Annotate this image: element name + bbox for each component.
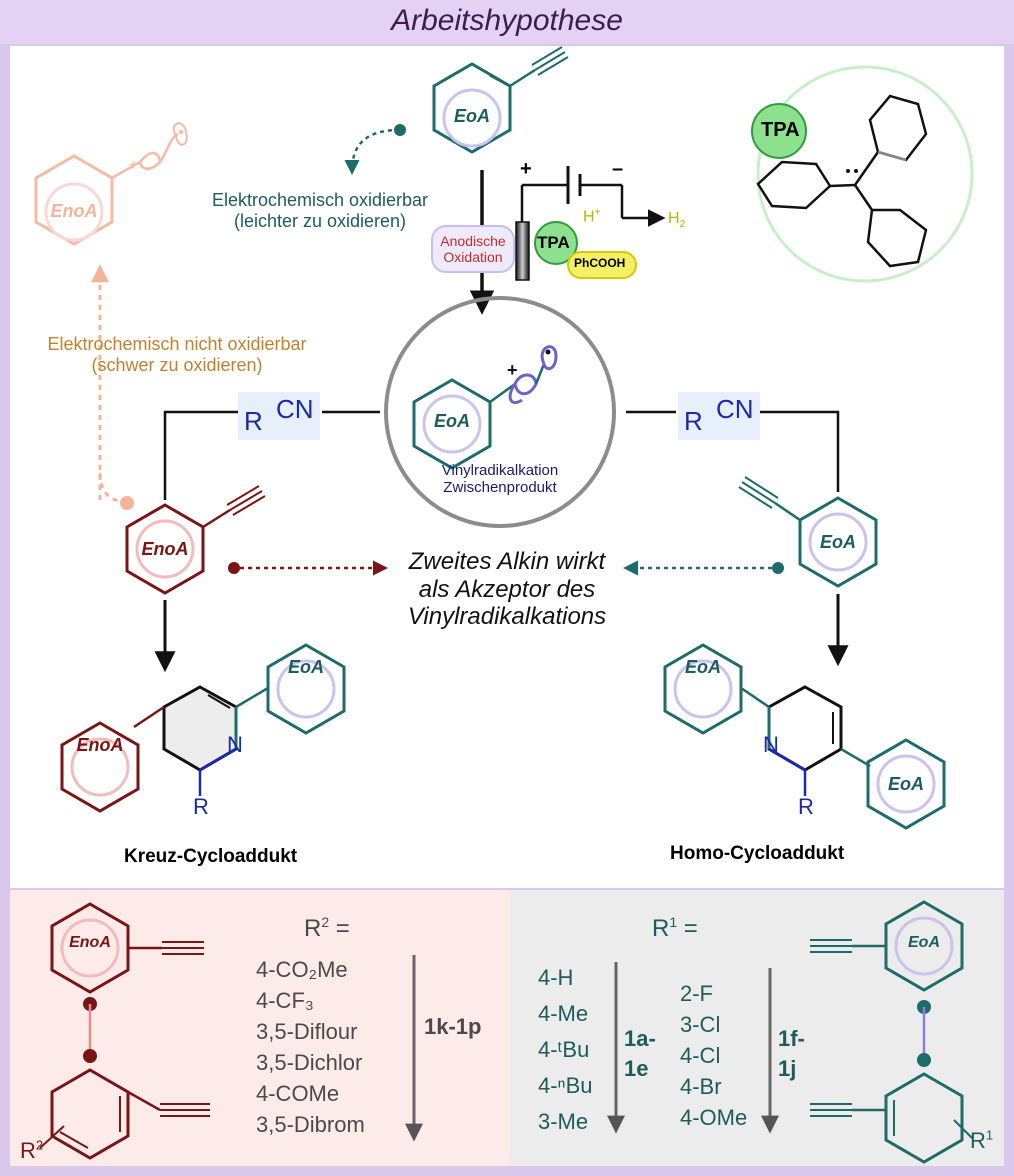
enoa-label-scope: EnoA [69,934,111,951]
triphenylamine-structure [756,94,928,268]
homo-cycloadduct-structure [663,643,946,830]
title-bar [0,0,1014,44]
scope-right-heading: R1 = [652,914,698,942]
pyridine-n-homo: N [763,732,779,757]
scope-right-entry: 4-Cl [680,1043,721,1068]
scope-right-entry: 4-Me [538,1001,589,1026]
scope-right-entry: 4-ᵗBu [538,1037,590,1062]
eoa-label-cross: EoA [288,657,324,677]
anode-plus-sign: + [520,158,532,180]
cross-cycloadduct-structure [60,643,346,813]
tpa-badge-label: TPA [761,119,800,141]
pyridine-r-cross: R [193,794,209,819]
oxidizable-arrow [344,128,401,175]
vinyl-radical-cation: + [412,345,558,470]
eoa-label-top: EoA [454,106,490,126]
tpa-badge [751,103,807,159]
scope-right-list-2: 2-F 3-Cl 4-Cl 4-Br 4-OMe [680,978,747,1133]
scope-right-entry: 3-Me [538,1109,589,1134]
eoa-label-scope: EoA [908,934,940,951]
intermediate-circle [384,296,616,528]
electrochemical-cell [515,166,666,281]
scope-left-entry: 4-CF₃ [256,988,314,1013]
scope-right-list-1: 4-H 4-Me 4-ᵗBu 4-ⁿBu 3-Me [538,960,593,1140]
eoa-alkyne-top [432,46,569,154]
tpa-electrode-label: TPA [537,233,570,252]
cross-cycloadduct-label: Kreuz-Cycloaddukt [124,846,298,867]
left-connector [163,410,240,500]
scope-box-left [10,890,510,1166]
eoa-label-homo-2: EoA [888,774,924,794]
scope-right-entry: 2-F [680,981,713,1006]
homo-cycloadduct-label: Homo-Cycloaddukt [670,843,845,864]
scope-left-entry: 4-CO₂Me [256,957,348,982]
scope-left-heading: R2 = [304,914,350,942]
phcooh-label: PhCOOH [574,256,626,270]
hydrogen-label: H2 [668,210,686,231]
pyridine-r-homo: R [798,794,814,819]
eoa-alkyne-right [738,476,878,588]
svg-text:+: + [129,157,138,174]
enoa-alkyne-left [125,485,266,595]
enoa-label-cross: EnoA [76,735,124,755]
intermediate-label: Vinylradikalkation Zwischenprodukt [441,462,559,497]
r2-substituent-label: R2 [20,1137,44,1163]
scope-right-structures [810,900,973,1164]
scope-left-range: 1k-1p [424,1014,482,1039]
scope-right-entry: 3-Cl [680,1012,721,1037]
oxidizable-dot [394,124,406,136]
scope-right-entry: 4-OMe [680,1105,748,1130]
eoa-label-center: EoA [434,411,470,431]
scope-left-entry: 3,5-Dichlor [256,1050,363,1075]
enoa-label-left: EnoA [141,539,189,559]
scope-right-range-2: 1f- 1j [778,1026,805,1081]
cathode-minus-sign: – [612,158,624,180]
pyridine-n-cross: N [227,732,243,757]
scope-right-entry: 4-ⁿBu [538,1073,593,1098]
eoa-label-right: EoA [820,532,856,552]
r1-substituent-label: R1 [970,1127,994,1153]
scope-left-entry: 3,5-Diflour [256,1019,358,1044]
tpa-ring [756,65,974,283]
acceptor-caption: Zweites Alkin wirkt als Akzeptor des Vin… [407,548,607,631]
enoa-label-faded: EnoA [50,201,98,221]
eoa-label-homo-1: EoA [685,657,721,677]
scope-left-entry: 3,5-Dibrom [256,1112,365,1137]
scope-left-structures [39,902,210,1160]
proton-label: H+ [583,207,601,226]
scope-right-range-1: 1a- 1e [624,1026,656,1081]
enoa-vinyl-cation-faded: + [34,122,188,246]
scope-right-entry: 4-Br [680,1074,722,1099]
scope-left-entry: 4-COMe [256,1081,340,1106]
anodic-oxidation-label: Anodische Oxidation [440,233,506,266]
scope-left-list: 4-CO₂Me 4-CF₃ 3,5-Diflour 3,5-Dichlor 4-… [256,954,365,1140]
scope-right-entry: 4-H [538,965,574,990]
anodic-oxidation-chip [431,225,515,273]
figure-title: Arbeitshypothese [391,4,623,37]
not-oxidizable-label: Elektrochemisch nicht oxidierbar (schwer… [47,334,307,375]
svg-text:+: + [507,360,518,380]
oxidizable-label: Elektrochemisch oxidierbar (leichter zu … [211,190,429,231]
scope-box-right [510,890,1004,1166]
